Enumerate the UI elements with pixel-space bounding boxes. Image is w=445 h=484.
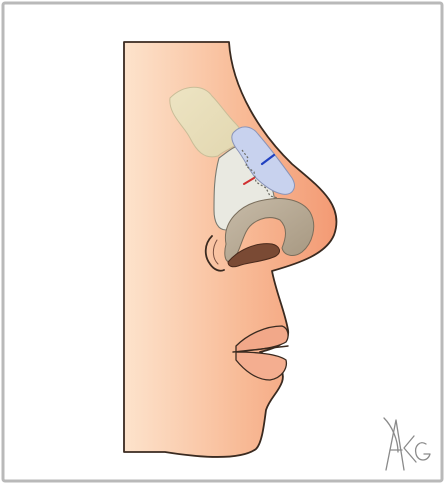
nose-profile-illustration (0, 0, 445, 484)
illustration-frame (0, 0, 445, 484)
